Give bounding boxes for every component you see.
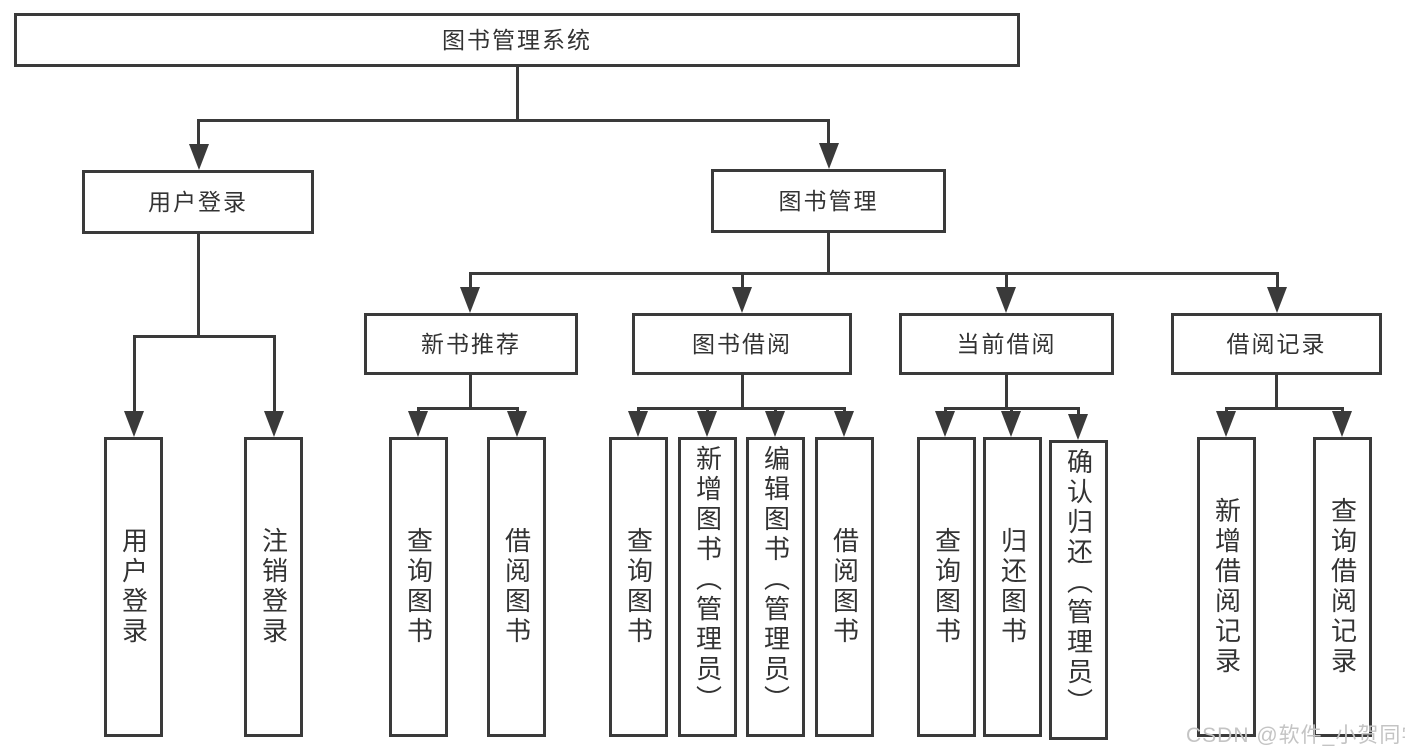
csdn-watermark: CSDN @软件_小贺同学 [1186, 724, 1405, 747]
arrow-down-icon [460, 287, 480, 313]
connector-line [469, 272, 472, 290]
connector-line [197, 119, 200, 147]
connector-line [197, 232, 200, 337]
node-add-borrow-record-label: 新增借阅记录 [1211, 497, 1242, 677]
node-user-login: 用户登录 [82, 170, 314, 234]
node-query-books-current-label: 查询图书 [931, 527, 962, 647]
connector-line [1225, 407, 1344, 410]
arrow-down-icon [834, 411, 854, 437]
node-current-borrow-label: 当前借阅 [956, 330, 1057, 357]
arrow-down-icon [996, 287, 1016, 313]
connector-line [1077, 407, 1080, 417]
node-borrow-records-label: 借阅记录 [1226, 330, 1327, 357]
arrow-down-icon [1332, 411, 1352, 437]
connector-line [417, 407, 519, 410]
node-query-books-recommend-label: 查询图书 [403, 527, 434, 647]
node-new-book-recommend-label: 新书推荐 [421, 330, 521, 357]
connector-line [637, 407, 846, 410]
arrow-down-icon [1267, 287, 1287, 313]
node-borrow-books: 借阅图书 [815, 437, 874, 737]
node-user-login-label: 用户登录 [148, 188, 248, 215]
node-add-borrow-record: 新增借阅记录 [1197, 437, 1256, 737]
node-edit-books-admin-label: 编辑图书（管理员） [760, 445, 791, 715]
arrow-down-icon [507, 411, 527, 437]
arrow-down-icon [697, 411, 717, 437]
node-current-borrow: 当前借阅 [899, 313, 1114, 375]
connector-line [133, 335, 136, 415]
connector-line [273, 335, 276, 415]
arrow-down-icon [124, 411, 144, 437]
arrow-down-icon [264, 411, 284, 437]
connector-line [469, 272, 1279, 275]
arrow-down-icon [1216, 411, 1236, 437]
connector-line [827, 119, 830, 147]
node-borrow-books-recommend: 借阅图书 [487, 437, 546, 737]
connector-line [133, 335, 276, 338]
node-query-books-borrow: 查询图书 [609, 437, 668, 737]
node-book-borrow-label: 图书借阅 [692, 330, 792, 357]
node-user-login-leaf-label: 用户登录 [118, 527, 149, 647]
node-borrow-books-label: 借阅图书 [829, 527, 860, 647]
connector-line [1276, 272, 1279, 290]
arrow-down-icon [732, 287, 752, 313]
node-add-books-admin: 新增图书（管理员） [678, 437, 737, 737]
node-book-borrow: 图书借阅 [632, 313, 852, 375]
connector-line [516, 65, 519, 121]
node-return-books-label: 归还图书 [997, 527, 1028, 647]
node-new-book-recommend: 新书推荐 [364, 313, 578, 375]
node-confirm-return-admin: 确认归还（管理员） [1049, 440, 1108, 740]
connector-line [741, 272, 744, 290]
connector-line [1275, 374, 1278, 409]
arrow-down-icon [408, 411, 428, 437]
arrow-down-icon [819, 143, 839, 169]
connector-line [741, 374, 744, 409]
node-user-login-leaf: 用户登录 [104, 437, 163, 737]
node-query-books-recommend: 查询图书 [389, 437, 448, 737]
node-logout-label: 注销登录 [258, 527, 289, 647]
connector-line [827, 231, 830, 274]
node-add-books-admin-label: 新增图书（管理员） [692, 445, 723, 715]
node-book-management-label: 图书管理 [778, 187, 879, 214]
arrow-down-icon [935, 411, 955, 437]
connector-line [197, 119, 830, 122]
arrow-down-icon [189, 144, 209, 170]
node-book-management: 图书管理 [711, 169, 946, 233]
node-query-books-current: 查询图书 [917, 437, 976, 737]
connector-line [1005, 374, 1008, 409]
node-query-borrow-record-label: 查询借阅记录 [1327, 497, 1358, 677]
node-query-borrow-record: 查询借阅记录 [1313, 437, 1372, 737]
node-edit-books-admin: 编辑图书（管理员） [746, 437, 805, 737]
node-borrow-records: 借阅记录 [1171, 313, 1382, 375]
node-root-label: 图书管理系统 [442, 26, 592, 53]
node-return-books: 归还图书 [983, 437, 1042, 737]
connector-line [1005, 272, 1008, 290]
connector-line [469, 374, 472, 409]
arrow-down-icon [1001, 411, 1021, 437]
node-logout: 注销登录 [244, 437, 303, 737]
node-confirm-return-admin-label: 确认归还（管理员） [1063, 448, 1094, 718]
arrow-down-icon [628, 411, 648, 437]
arrow-down-icon [1068, 414, 1088, 440]
node-borrow-books-recommend-label: 借阅图书 [501, 527, 532, 647]
node-book-management-system: 图书管理系统 [14, 13, 1020, 67]
node-query-books-borrow-label: 查询图书 [623, 527, 654, 647]
arrow-down-icon [765, 411, 785, 437]
